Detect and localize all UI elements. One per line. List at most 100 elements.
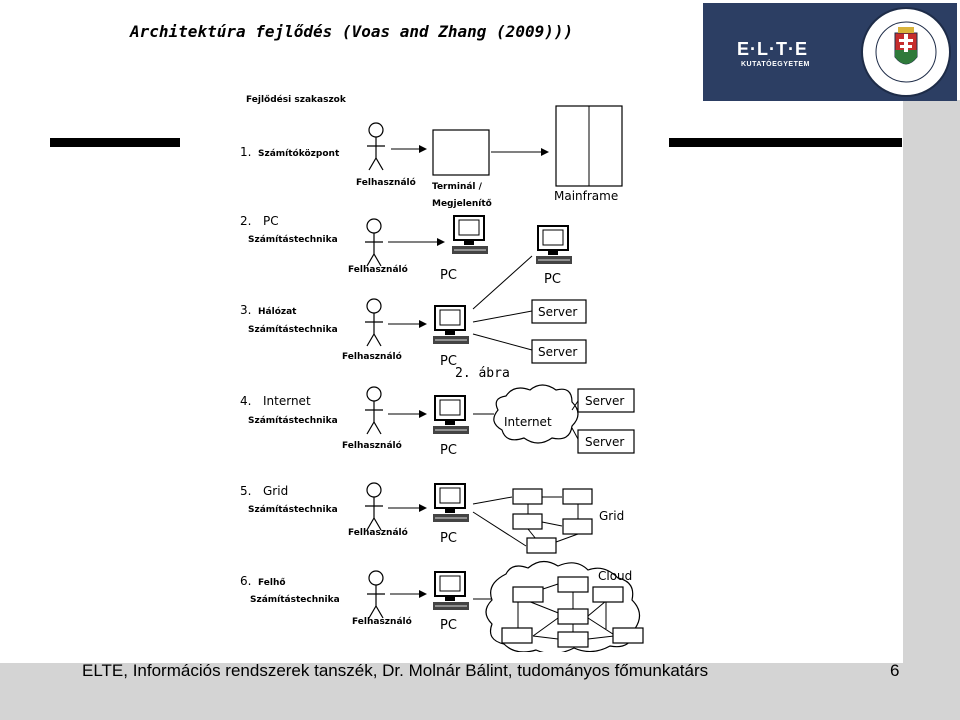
- stage-2-sub: Számítástechnika: [248, 235, 338, 245]
- decorative-bar-right: [669, 138, 902, 147]
- cloud-link: [587, 617, 617, 637]
- network-link: [571, 400, 579, 411]
- stage-3-sub: Számítástechnika: [248, 325, 338, 335]
- grid-link: [541, 521, 563, 527]
- server-box: [531, 339, 587, 364]
- stage-6-number: 6.: [240, 574, 251, 588]
- pc-icon: [433, 395, 469, 434]
- server-label: Server: [538, 305, 577, 319]
- network-link: [571, 427, 579, 440]
- architecture-evolution-diagram: Fejlődési szakaszok 1. Számítóközpont Fe…: [236, 84, 666, 652]
- logo-name: E·L·T·E: [737, 39, 808, 59]
- stage-3: 3. Hálózat Számítástechnika Felhasználó …: [240, 255, 587, 369]
- logo-subtitle: KUTATÓEGYETEM: [741, 61, 810, 68]
- user-icon: [367, 570, 385, 619]
- cloud-label: Cloud: [598, 569, 632, 583]
- pc-label: PC: [544, 272, 561, 287]
- grid-node: [526, 537, 557, 554]
- pc-icon: [433, 483, 469, 522]
- terminal-label: Terminál /: [432, 182, 483, 192]
- pc-label: PC: [440, 268, 457, 283]
- user-icon: [365, 482, 383, 531]
- grid-node: [562, 518, 593, 535]
- cloud-node: [557, 608, 589, 625]
- terminal-label-2: Megjelenítő: [432, 199, 492, 209]
- internet-cloud-icon: [493, 384, 579, 444]
- server-box: [577, 388, 635, 413]
- user-label: Felhasználó: [342, 351, 402, 362]
- stage-2-number: 2.: [240, 214, 251, 228]
- stage-1-number: 1.: [240, 145, 251, 159]
- stage-4-sub: Számítástechnika: [248, 416, 338, 426]
- grid-node: [512, 513, 543, 530]
- user-label: Felhasználó: [352, 616, 412, 627]
- diagram-header: Fejlődési szakaszok: [246, 94, 347, 105]
- pc-icon: [452, 215, 488, 254]
- network-link: [472, 496, 513, 505]
- pc-label: PC: [440, 618, 457, 633]
- server-label: Server: [538, 345, 577, 359]
- internet-label: Internet: [504, 415, 552, 429]
- pc-icon: [433, 571, 469, 610]
- user-icon: [365, 218, 383, 267]
- network-link: [472, 511, 527, 547]
- stage-4-name: Internet: [263, 394, 311, 408]
- footer-text: ELTE, Információs rendszerek tanszék, Dr…: [82, 661, 709, 680]
- network-link: [472, 255, 533, 310]
- cloud-node: [557, 576, 589, 593]
- stage-6-name: Felhő: [258, 578, 286, 588]
- slide-shadow-right: [903, 100, 960, 720]
- stage-3-name: Hálózat: [258, 306, 297, 317]
- cloud-link: [587, 600, 607, 617]
- stage-6: 6. Felhő Számítástechnika Felhasználó PC: [240, 560, 644, 652]
- network-link: [472, 310, 533, 323]
- slide-shadow-bottom: [0, 663, 960, 720]
- stage-5-name: Grid: [263, 484, 288, 498]
- server-label: Server: [585, 394, 624, 408]
- stage-6-sub: Számítástechnika: [250, 595, 340, 605]
- user-label: Felhasználó: [356, 177, 416, 188]
- pc-label: PC: [440, 354, 457, 369]
- terminal-box: [432, 129, 490, 176]
- pc-icon: [536, 225, 572, 264]
- slide-title: Architektúra fejlődés (Voas and Zhang (2…: [130, 22, 574, 41]
- cloud-link: [587, 635, 615, 640]
- server-box: [531, 299, 587, 324]
- grid-link: [555, 533, 579, 543]
- stage-1: 1. Számítóközpont Felhasználó Terminál /…: [240, 105, 623, 209]
- grid-label: Grid: [599, 509, 624, 523]
- server-box: [577, 429, 635, 454]
- decorative-bar-left: [50, 138, 180, 147]
- user-label: Felhasználó: [348, 264, 408, 275]
- user-label: Felhasználó: [348, 527, 408, 538]
- cloud-node: [592, 586, 624, 603]
- elte-logo: E·L·T·E KUTATÓEGYETEM: [703, 3, 957, 101]
- cloud-node: [501, 627, 533, 644]
- grid-node: [562, 488, 593, 505]
- stage-5-sub: Számítástechnika: [248, 505, 338, 515]
- cloud-node: [512, 586, 544, 603]
- cloud-link: [532, 635, 559, 640]
- server-label: Server: [585, 435, 624, 449]
- stage-1-name: Számítóközpont: [258, 148, 340, 159]
- page-number: 6: [890, 661, 900, 680]
- cloud-node: [612, 627, 644, 644]
- pc-label: PC: [440, 443, 457, 458]
- pc-label: PC: [440, 531, 457, 546]
- user-icon: [365, 298, 383, 347]
- grid-node: [512, 488, 543, 505]
- stage-4: 4. Internet Számítástechnika Felhasználó…: [240, 384, 635, 458]
- figure-caption: 2. ábra: [453, 366, 512, 381]
- user-icon: [367, 122, 385, 171]
- stage-3-number: 3.: [240, 303, 251, 317]
- stage-4-number: 4.: [240, 394, 251, 408]
- university-seal-icon: [861, 7, 951, 97]
- stage-2: 2. PC Számítástechnika Felhasználó PC: [240, 214, 572, 287]
- user-label: Felhasználó: [342, 440, 402, 451]
- stage-5-number: 5.: [240, 484, 251, 498]
- cloud-node: [557, 631, 589, 648]
- stage-5: 5. Grid Számítástechnika Felhasználó PC: [240, 482, 624, 554]
- cloud-link: [532, 617, 559, 637]
- stage-2-name: PC: [263, 214, 279, 228]
